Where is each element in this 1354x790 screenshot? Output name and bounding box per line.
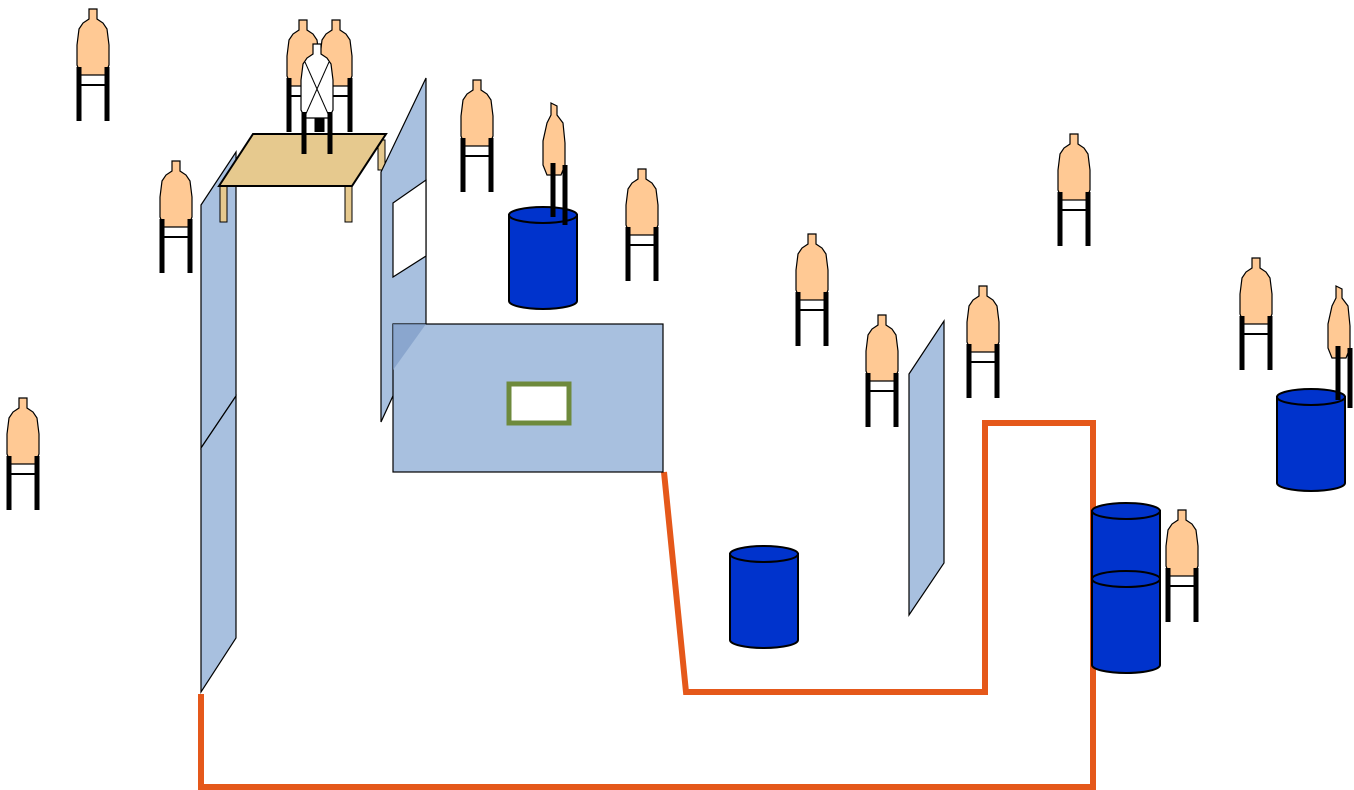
paper-target-10 (1058, 134, 1090, 246)
paper-target-7 (796, 234, 828, 346)
paper-target-8 (866, 315, 898, 427)
paper-target-4 (461, 80, 493, 192)
paper-target-11 (1240, 258, 1272, 370)
wall-left-lower (200, 394, 237, 695)
window-opening (392, 178, 427, 279)
barrel-right (1276, 388, 1346, 492)
fault-line-left (198, 420, 1096, 790)
table (217, 133, 388, 223)
paper-target-2 (160, 161, 192, 273)
shooting-port (506, 381, 572, 426)
paper-target-1 (77, 9, 109, 121)
wall-overlap (393, 324, 426, 370)
paper-target-13 (1166, 510, 1198, 622)
barrel-center (729, 545, 799, 649)
paper-target-9 (967, 286, 999, 398)
paper-target-3 (7, 398, 39, 510)
paper-target-6 (626, 169, 658, 281)
wall-right (908, 319, 945, 617)
no-shoot-target (300, 43, 334, 154)
barrel-stack-upper (1091, 570, 1161, 674)
